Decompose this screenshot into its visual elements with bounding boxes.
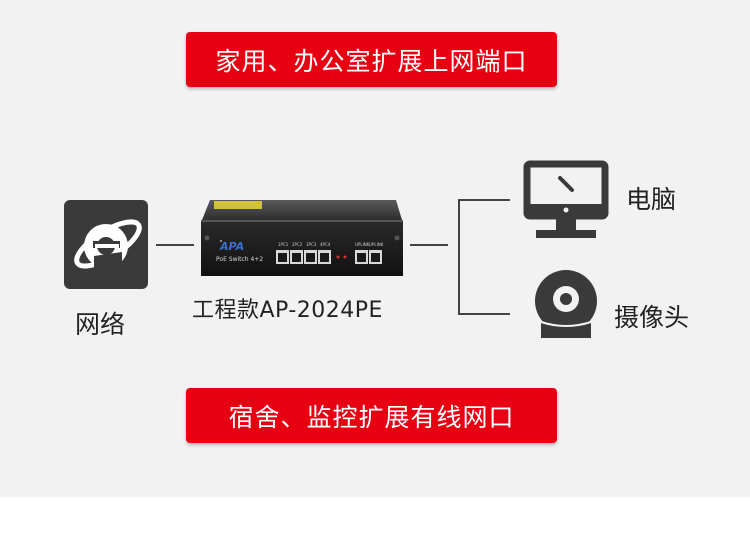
switch-series-label: PoE Switch 4+2	[216, 256, 264, 263]
switch-brand-logo: APA	[220, 240, 245, 253]
uplink-label-2: UPLINK	[369, 242, 384, 247]
webcam-icon	[529, 268, 603, 340]
switch-model-label: 工程款AP-2024PE	[192, 298, 383, 323]
camera-label: 摄像头	[614, 303, 690, 332]
poe-switch-device: APA PoE Switch 4+2 1PC1 2PC2 3PC3 4PC4 U…	[198, 198, 408, 280]
top-banner-text: 家用、办公室扩展上网端口	[215, 46, 528, 76]
product-illustration: 家用、办公室扩展上网端口 网络	[0, 0, 750, 497]
port-label-1: 1PC1	[278, 242, 289, 247]
branch-line-camera	[458, 313, 510, 315]
bottom-banner: 宿舍、监控扩展有线网口	[186, 388, 557, 443]
branch-vertical-line	[458, 199, 460, 314]
bottom-banner-text: 宿舍、监控扩展有线网口	[228, 402, 515, 432]
switch-connector-line	[410, 244, 448, 246]
page-footer-space	[0, 497, 750, 559]
computer-monitor-icon	[522, 160, 610, 242]
network-label: 网络	[75, 310, 126, 339]
port-label-3: 3PC3	[306, 242, 317, 247]
branch-line-computer	[458, 199, 510, 201]
uplink-label-1: UPLINK	[355, 242, 370, 247]
network-connector-line	[156, 244, 194, 246]
computer-label: 电脑	[626, 185, 677, 214]
port-label-2: 2PC2	[292, 242, 303, 247]
top-banner: 家用、办公室扩展上网端口	[186, 32, 557, 87]
internet-explorer-icon	[64, 200, 148, 289]
port-label-4: 4PC4	[320, 242, 331, 247]
